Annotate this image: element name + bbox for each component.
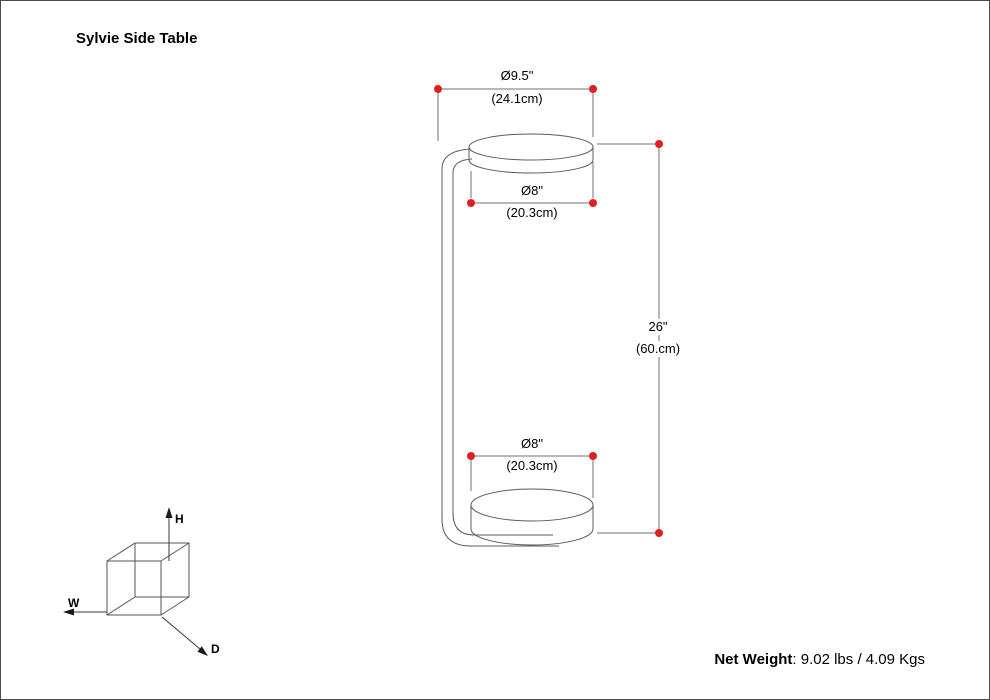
dimension-label-top-outer-inches: Ø9.5" <box>500 68 534 83</box>
top-disc-bottom-arc <box>468 159 594 174</box>
depth-axis-label: D <box>211 642 220 656</box>
dimension-label-bottom-inches: Ø8" <box>521 436 543 451</box>
dimension-endpoint-dot <box>467 199 475 207</box>
bottom-disc-top-ellipse <box>470 488 594 522</box>
top-disc <box>468 133 594 174</box>
frame-pole-inner-line <box>452 158 553 536</box>
bottom-disc <box>470 488 594 546</box>
dimension-label-top-inner-inches: Ø8" <box>521 183 543 198</box>
width-axis-label: W <box>68 596 80 610</box>
dimension-endpoint-dot <box>467 452 475 460</box>
width-axis-arrowhead <box>63 608 74 616</box>
dimension-endpoint-dot <box>655 529 663 537</box>
depth-axis-line <box>161 616 201 650</box>
cube-edge <box>160 596 190 616</box>
dimension-label-top-inner-metric: (20.3cm) <box>506 205 558 220</box>
cube-back-face <box>134 542 190 598</box>
net-weight-value: : 9.02 lbs / 4.09 Kgs <box>792 651 925 668</box>
dimension-label-height-metric: (60.cm) <box>632 341 684 357</box>
depth-axis-arrowhead <box>197 646 208 656</box>
dimension-bottom-diameter <box>467 452 597 498</box>
net-weight: Net Weight: 9.02 lbs / 4.09 Kgs <box>714 651 925 668</box>
axis-orientation-cube <box>63 507 208 656</box>
dimension-endpoint-dot <box>589 85 597 93</box>
height-axis-arrowhead <box>165 507 173 518</box>
dimension-endpoint-dot <box>589 199 597 207</box>
dimension-label-height-inches: 26" <box>645 319 671 335</box>
side-table-drawing <box>441 133 594 547</box>
height-axis-label: H <box>175 512 184 526</box>
top-disc-top-ellipse <box>468 133 594 161</box>
dimension-label-top-outer-metric: (24.1cm) <box>491 91 543 106</box>
dimension-top-outer-diameter <box>434 85 597 141</box>
dimension-label-bottom-metric: (20.3cm) <box>506 458 558 473</box>
cube-edge <box>106 542 136 562</box>
cube-front-face <box>106 560 162 616</box>
cube-edge <box>106 596 136 616</box>
dimension-endpoint-dot <box>655 140 663 148</box>
frame-pole-outer-line <box>441 148 559 547</box>
dimension-endpoint-dot <box>589 452 597 460</box>
cube-edge <box>160 542 190 562</box>
frame-pole <box>441 148 559 547</box>
net-weight-label: Net Weight <box>714 651 793 668</box>
dimension-endpoint-dot <box>434 85 442 93</box>
dimension-top-inner-diameter <box>467 162 597 207</box>
bottom-disc-bottom-arc <box>470 528 594 546</box>
page-title: Sylvie Side Table <box>76 30 198 47</box>
dimension-height <box>597 140 663 537</box>
